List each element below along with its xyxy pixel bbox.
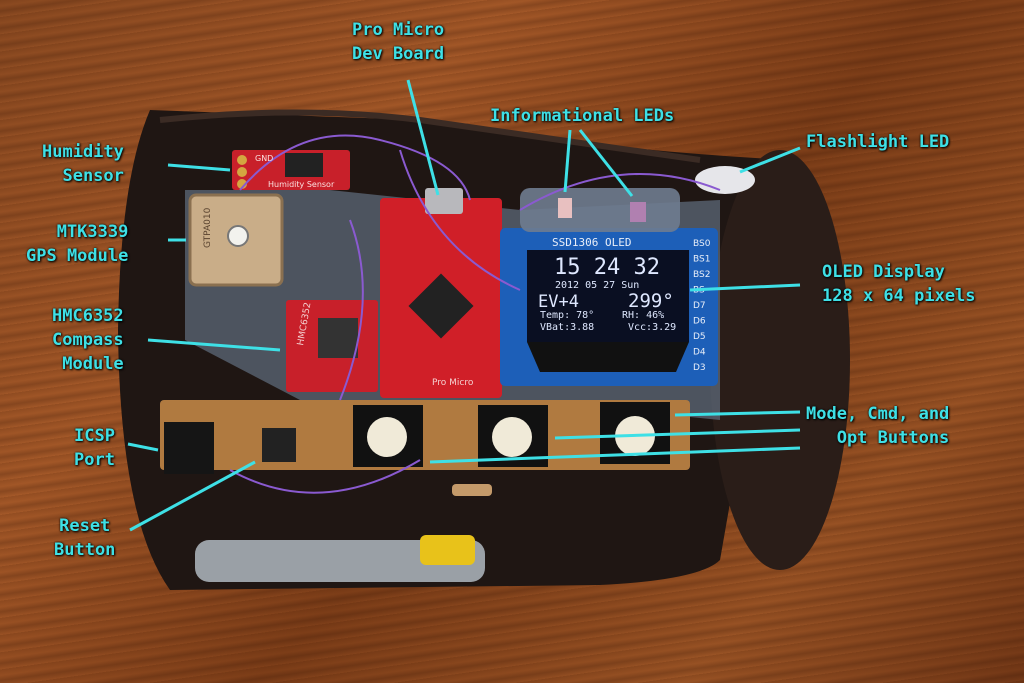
gps-chip-label: GTPA010 [203,207,213,248]
oled-header-silk: SSD1306 OLED [552,236,631,249]
oled-date: 2012 05 27 Sun [555,280,640,291]
label-humidity-sensor: Humidity Sensor [42,142,124,186]
oled-vbat: VBat:3.88 [540,322,595,333]
label-reset-button: Reset Button [54,516,116,560]
oled-screen [527,250,689,342]
oled-pin-label: D6 [693,317,706,327]
oled-vcc: Vcc:3.29 [628,322,677,333]
icsp-header [164,422,214,474]
label-gps-module: MTK3339 GPS Module [26,222,129,266]
gnd-silk: GND [255,154,273,163]
callout-arrows [127,79,801,532]
pro-micro-silk: Pro Micro [432,378,474,388]
label-compass-module: HMC6352 Compass Module [52,306,124,374]
oled-pin-label: BS2 [693,270,710,280]
label-informational-leds: Informational LEDs [490,106,675,126]
label-buttons: Mode, Cmd, and Opt Buttons [806,404,950,448]
battery [195,540,485,582]
oled-pin-label: D4 [693,348,706,358]
oled-pin-label: D7 [693,301,706,311]
reset-switch [262,428,296,462]
label-flashlight-led: Flashlight LED [806,132,950,152]
oled-pin-label: BS0 [693,239,711,249]
cuff-front-opening [710,150,850,570]
oled-ev: EV+4 [538,292,579,312]
oled-time: 15 24 32 [554,255,660,280]
label-pro-micro: Pro Micro Dev Board [352,20,445,64]
oled-rh: RH: 46% [622,310,665,321]
oled-pin-label: D3 [693,363,706,373]
label-icsp-port: ICSP Port [74,426,115,470]
oled-heading: 299° [628,290,674,312]
oled-temp: Temp: 78° [540,310,595,321]
oled-pin-label: D5 [693,332,706,342]
oled-pin-label: BS1 [693,255,710,265]
label-oled-display: OLED Display 128 x 64 pixels [822,262,976,306]
led-board [520,188,680,232]
humidity-silk: Humidity Sensor [268,180,335,189]
